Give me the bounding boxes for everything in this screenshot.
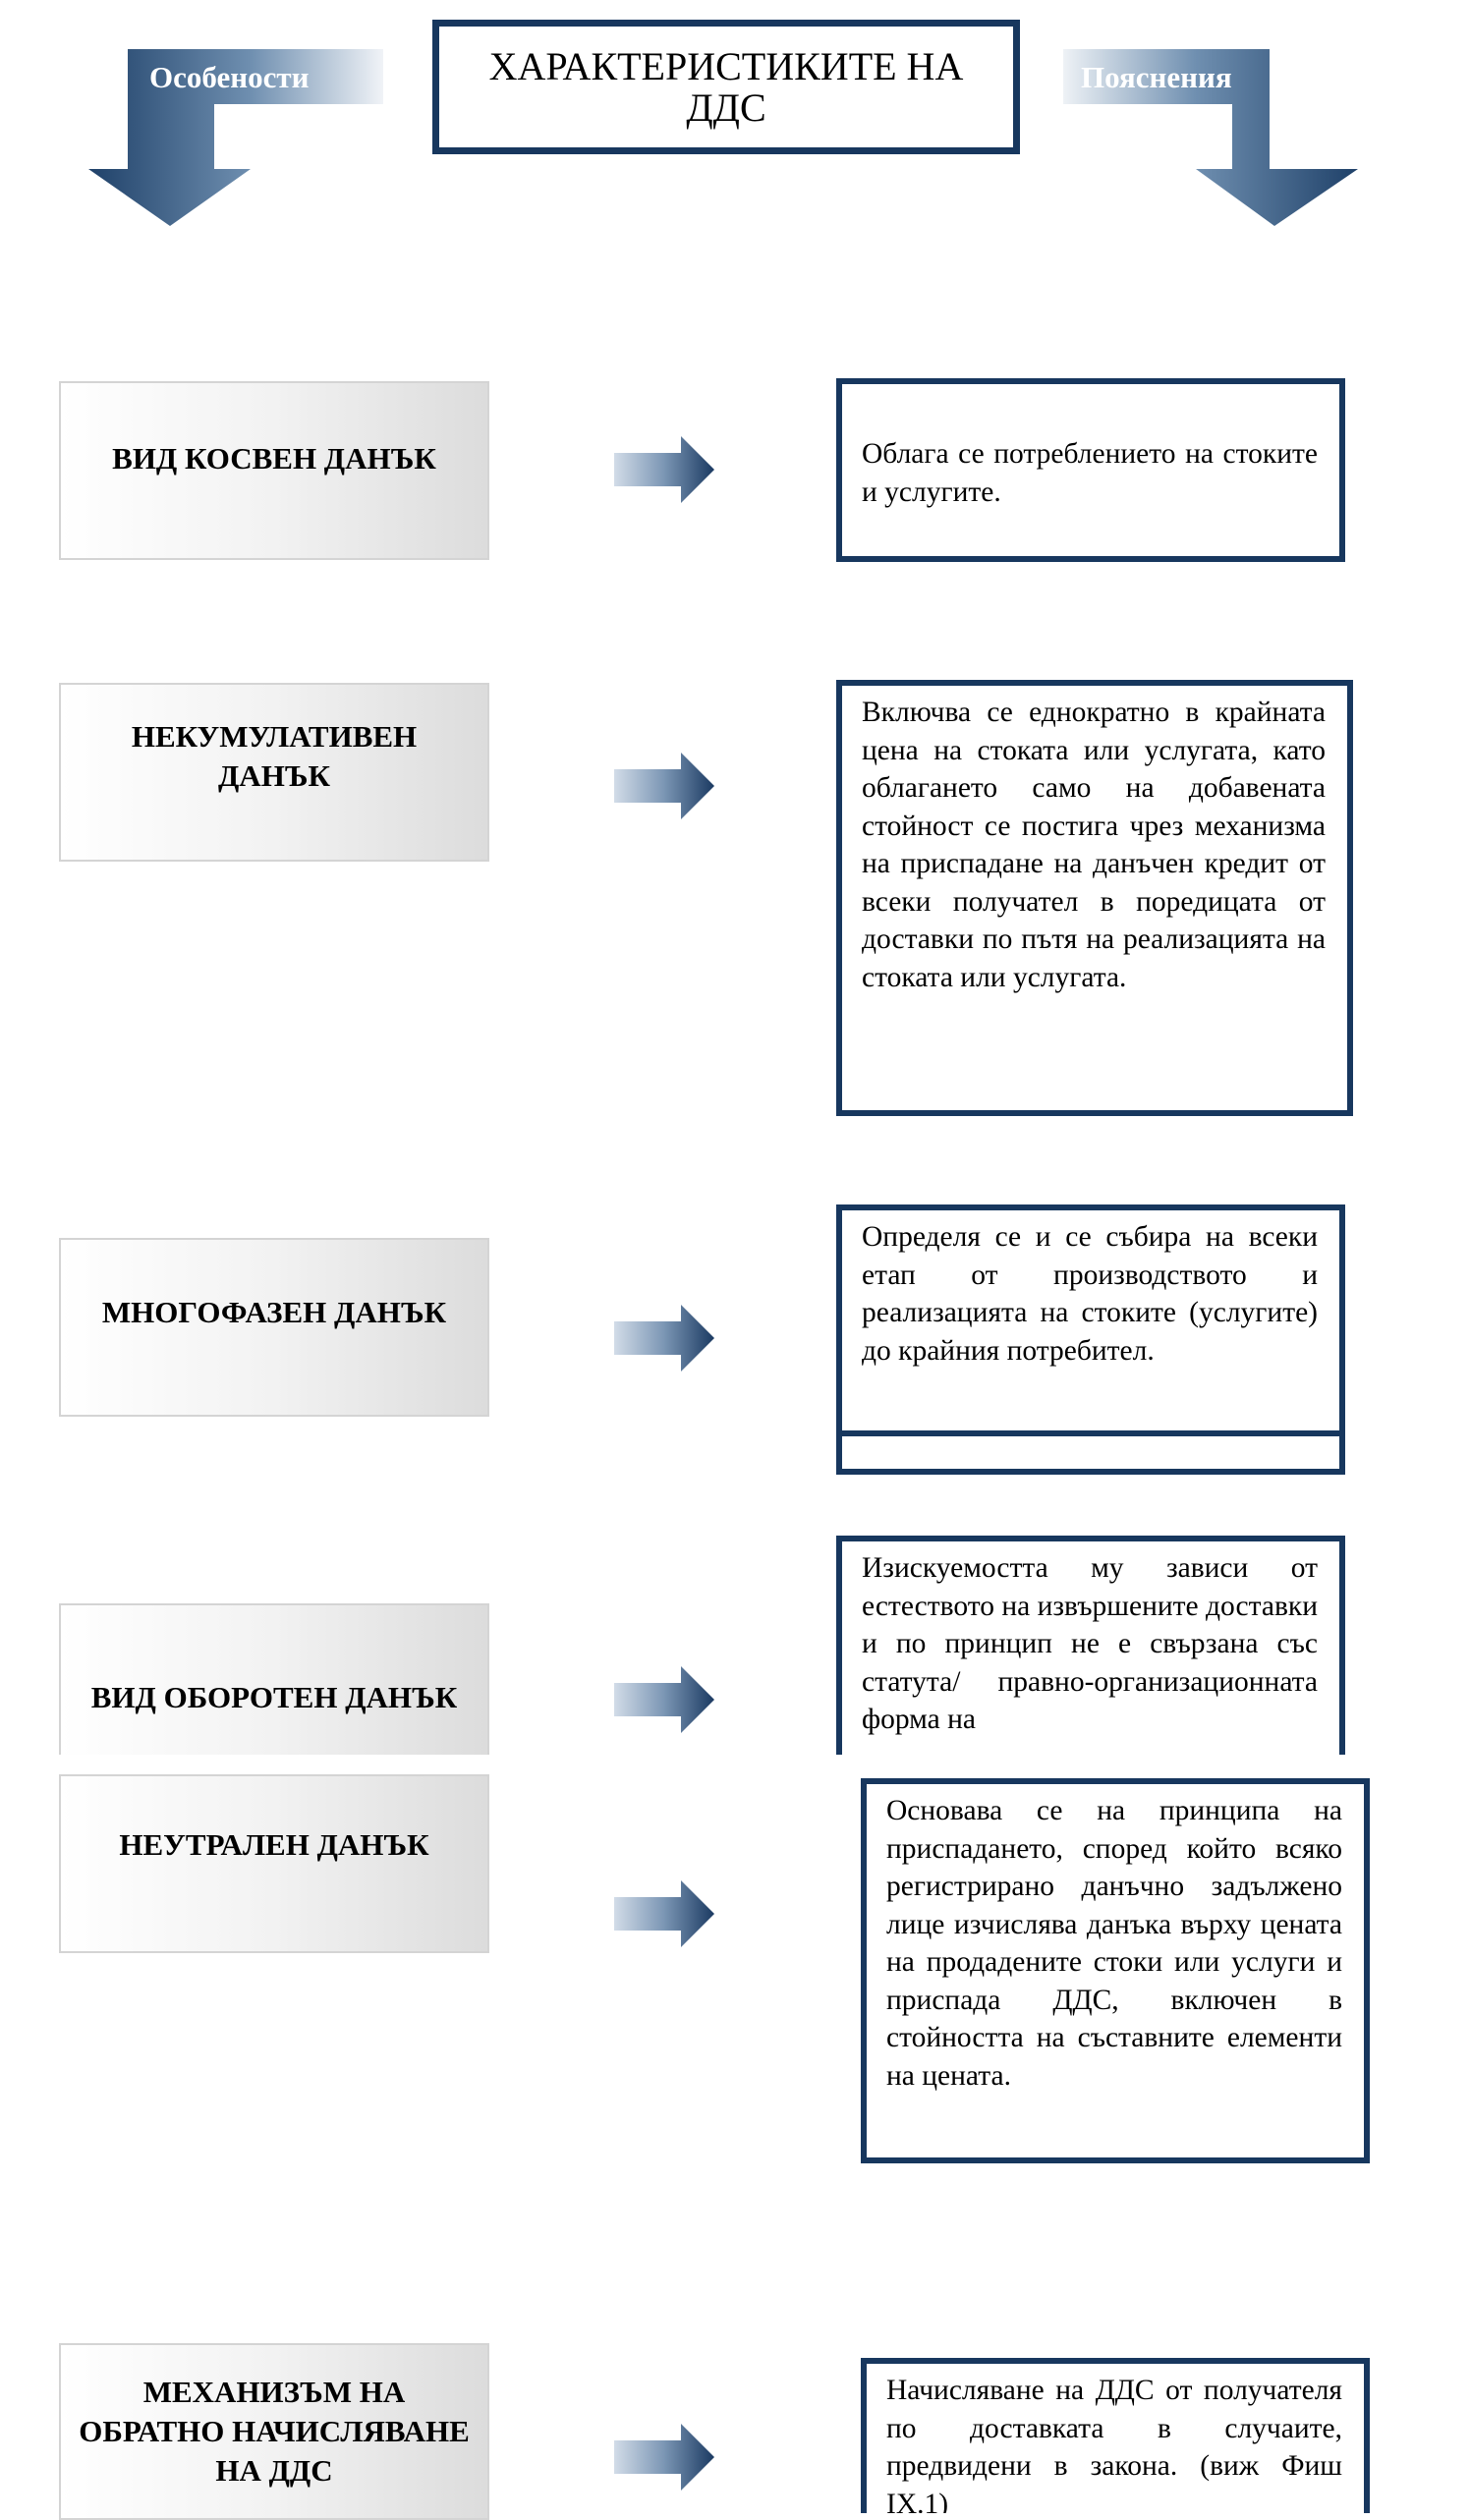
feature-label: МНОГОФАЗЕН ДАНЪК [101, 1295, 447, 1329]
feature-label: ВИД КОСВЕН ДАНЪК [112, 441, 436, 476]
right-arrow-icon [614, 1305, 714, 1372]
explanation-box-indirect-tax: Облага се потреблението на стоките и усл… [836, 378, 1345, 562]
explanation-box-neutral-tax: Основава се на принципа на приспадането,… [861, 1778, 1370, 2163]
feature-label: ВИД ОБОРОТЕН ДАНЪК [90, 1679, 458, 1714]
right-arrow-icon [614, 1666, 714, 1733]
explanation-text: Изискуемостта му зависи от естеството на… [862, 1552, 1318, 1735]
feature-box-multistage-tax: МНОГОФАЗЕН ДАНЪК [59, 1238, 489, 1417]
right-arrow-icon [614, 2424, 714, 2491]
clip-cover [39, 1755, 1376, 1774]
explanation-box-divider [836, 1430, 1345, 1436]
explanation-box-turnover-tax: Изискуемостта му зависи от естеството на… [836, 1536, 1345, 1755]
explanation-text: Включва се еднократно в крайната цена на… [862, 697, 1326, 993]
feature-box-noncumulative-tax: НЕКУМУЛАТИВЕН ДАНЪК [59, 683, 489, 862]
feature-box-neutral-tax: НЕУТРАЛЕН ДАНЪК [59, 1774, 489, 1953]
page-title: ХАРАКТЕРИСТИКИТЕ НА ДДС [432, 20, 1020, 154]
explanation-box-reverse-charge: Начисляване на ДДС от получателя по дост… [861, 2358, 1370, 2513]
feature-box-reverse-charge: МЕХАНИЗЪМ НА ОБРАТНО НАЧИСЛЯВАНЕ НА ДДС [59, 2343, 489, 2520]
right-header-arrow-icon [1063, 49, 1358, 226]
feature-box-indirect-tax: ВИД КОСВЕН ДАНЪК [59, 381, 489, 560]
feature-label: МЕХАНИЗЪМ НА ОБРАТНО НАЧИСЛЯВАНЕ НА ДДС [79, 2375, 470, 2488]
explanation-text: Начисляване на ДДС от получателя по дост… [886, 2375, 1342, 2513]
page-title-text: ХАРАКТЕРИСТИКИТЕ НА ДДС [488, 43, 964, 130]
feature-label: НЕУТРАЛЕН ДАНЪК [119, 1827, 429, 1862]
right-arrow-icon [614, 753, 714, 819]
explanation-text: Основава се на принципа на приспадането,… [886, 1795, 1342, 2092]
right-header-label: Пояснения [1081, 60, 1232, 94]
right-arrow-icon [614, 436, 714, 503]
right-arrow-icon [614, 1880, 714, 1947]
explanation-text: Определя се и се събира на всеки етап от… [862, 1221, 1318, 1367]
feature-label: НЕКУМУЛАТИВЕН ДАНЪК [131, 719, 418, 793]
explanation-box-multistage-tax: Определя се и се събира на всеки етап от… [836, 1204, 1345, 1475]
left-header-label: Особености [149, 60, 310, 94]
explanation-text: Облага се потреблението на стоките и усл… [862, 438, 1318, 508]
feature-box-turnover-tax: ВИД ОБОРОТЕН ДАНЪК [59, 1603, 489, 1756]
left-header-arrow-icon [88, 49, 383, 226]
explanation-box-noncumulative-tax: Включва се еднократно в крайната цена на… [836, 680, 1353, 1116]
